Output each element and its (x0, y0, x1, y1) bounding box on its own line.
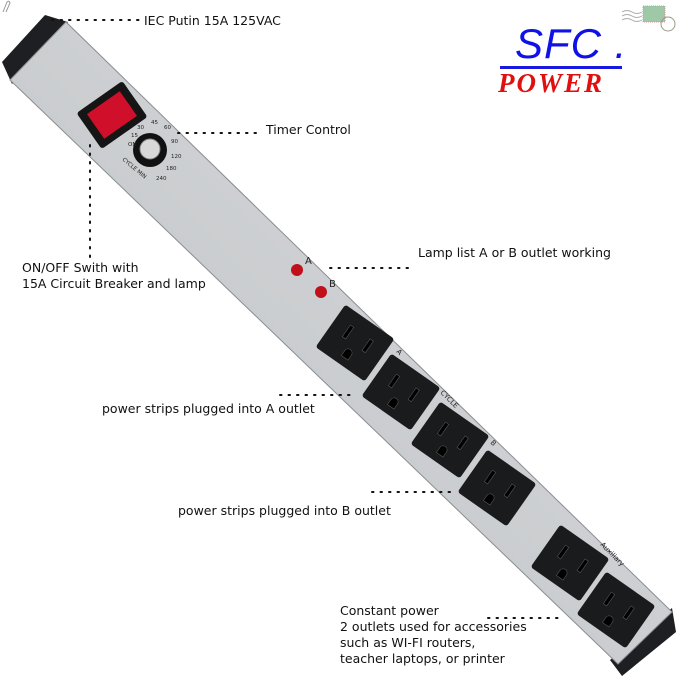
logo-sfc: SFC . (515, 20, 628, 67)
outlet[interactable] (577, 571, 656, 648)
outlet[interactable] (362, 353, 441, 430)
lamp-a (291, 264, 303, 276)
paperclip-icon (2, 0, 11, 13)
callout-constant-line: teacher laptops, or printer (340, 651, 505, 666)
logo-power: POWER (498, 68, 605, 98)
top-end-cap (2, 15, 68, 84)
callout-constant-line: 2 outlets used for accessories (340, 619, 527, 634)
dial-label: 240 (156, 176, 167, 182)
callout-constant: Constant power 2 outlets used for access… (340, 603, 527, 667)
outlet[interactable] (531, 524, 610, 601)
group-label-b: B (489, 439, 498, 448)
outlet[interactable] (411, 401, 490, 478)
dial-label: 120 (171, 154, 182, 160)
logo-underline (500, 66, 622, 69)
callout-timer: Timer Control (266, 122, 351, 137)
dial-label: 180 (166, 166, 177, 172)
callout-switch-line: 15A Circuit Breaker and lamp (22, 276, 206, 291)
callout-switch: ON/OFF Swith with 15A Circuit Breaker an… (22, 260, 206, 292)
dial-label: 15 (131, 133, 138, 139)
callout-iec: IEC Putin 15A 125VAC (144, 13, 281, 28)
callout-lamp: Lamp list A or B outlet working (418, 245, 611, 260)
dial-label: 90 (171, 139, 178, 145)
dial-label: 30 (137, 125, 144, 131)
group-label-a: A (395, 348, 404, 357)
callout-outlet-a: power strips plugged into A outlet (102, 401, 315, 416)
lamp-b-label: B (329, 279, 336, 290)
dial-label: ON (128, 142, 136, 148)
bottom-end-cap (610, 608, 676, 676)
callout-switch-line: ON/OFF Swith with (22, 260, 139, 275)
callout-constant-line: Constant power (340, 603, 439, 618)
stamp-icon (621, 5, 676, 32)
callout-constant-line: such as WI-FI routers, (340, 635, 476, 650)
outlet[interactable] (316, 304, 395, 381)
dial-label: 45 (151, 120, 158, 126)
callout-outlet-b: power strips plugged into B outlet (178, 503, 391, 518)
dial-label: 60 (164, 125, 171, 131)
lamp-a-label: A (305, 256, 312, 267)
outlet[interactable] (458, 449, 537, 526)
on-off-switch[interactable] (76, 81, 147, 149)
timer-dial[interactable] (133, 133, 167, 167)
lamp-b (315, 286, 327, 298)
